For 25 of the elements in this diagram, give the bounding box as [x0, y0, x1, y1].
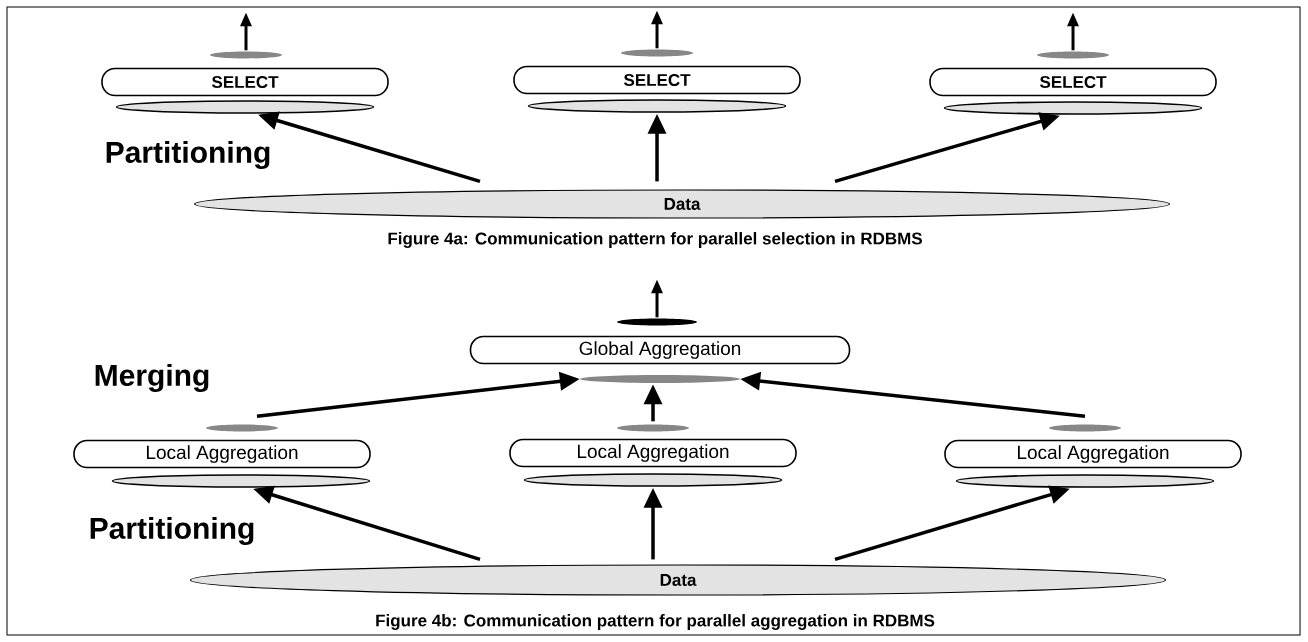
input-ellipse	[943, 101, 1203, 115]
aggregation-box: Local Aggregation	[944, 439, 1242, 469]
select-box: SELECT	[101, 67, 389, 97]
input-ellipse	[111, 474, 371, 488]
output-ellipse	[580, 375, 740, 383]
input-ellipse	[115, 100, 375, 114]
aggregation-box: Global Aggregation	[469, 335, 851, 365]
output-ellipse	[210, 51, 282, 59]
aggregation-box: Local Aggregation	[73, 439, 371, 469]
output-ellipse	[621, 49, 693, 57]
select-box: SELECT	[929, 67, 1217, 97]
heading-label: Partitioning	[106, 140, 270, 170]
figure-caption: Figure 4b: Communication pattern for parallel aggregation in RDBMS	[376, 614, 935, 630]
output-ellipse	[1049, 424, 1121, 432]
input-ellipse	[523, 473, 783, 487]
output-ellipse	[206, 424, 278, 432]
heading-label: Merging	[95, 363, 209, 393]
output-ellipse	[1037, 51, 1109, 59]
aggregation-box: Local Aggregation	[509, 438, 797, 468]
select-box: SELECT	[513, 65, 801, 95]
heading-label: Partitioning	[90, 516, 254, 546]
input-ellipse	[527, 99, 787, 113]
input-ellipse	[955, 474, 1215, 488]
output-ellipse	[617, 318, 697, 326]
output-ellipse	[617, 424, 689, 432]
